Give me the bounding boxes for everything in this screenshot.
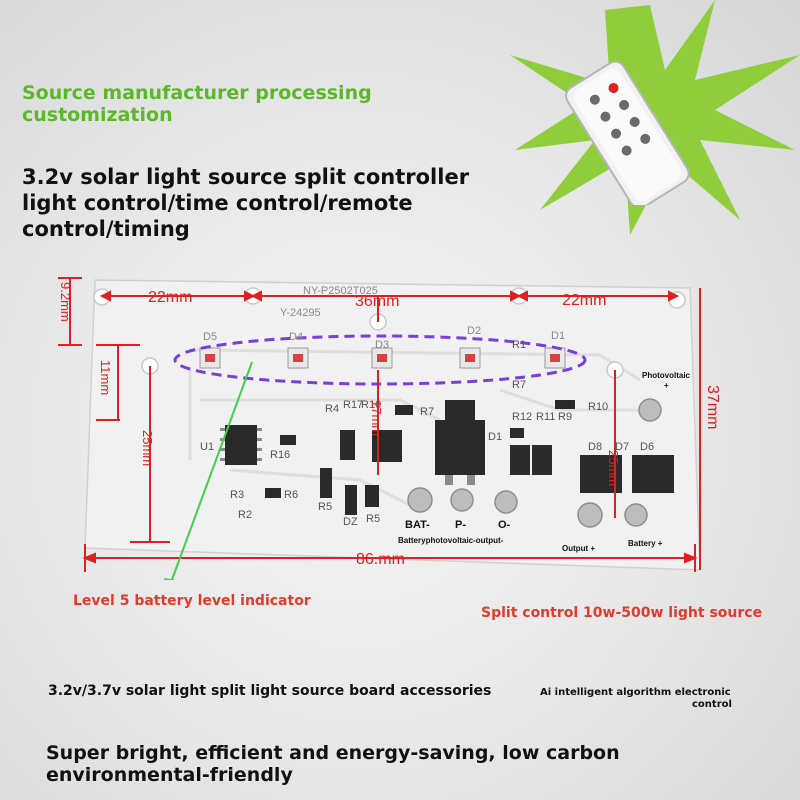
part-r3: R3 [230,489,244,501]
part-r7: R7 [512,379,526,391]
part-r4: R4 [325,403,339,415]
header-line-2: customization [22,104,173,126]
silk-board-id: NY-P2502T025 [303,285,378,297]
title-line-3: control/timing [22,217,190,241]
dim-9-2mm: 9.2mm [58,282,73,322]
led-indicator-highlight [173,334,587,386]
battery-indicator-pointer [170,361,253,580]
dim-36mm: 36mm [355,293,399,310]
part-dz: DZ [343,516,358,528]
dim-17mm: 17mm [369,400,384,436]
label-battery-plus: Battery + [628,539,663,548]
led-label-d5: D5 [203,331,217,343]
remote-control-image [565,60,690,205]
header-line-1: Source manufacturer processing [22,82,372,104]
part-r16-top: R16 [361,399,381,411]
battery-indicator-note: Level 5 battery level indicator [73,593,311,609]
part-d7: D7 [615,441,629,453]
led-label-d3: D3 [375,339,389,351]
dim-86mm: 86.mm [356,551,405,568]
part-d8: D8 [588,441,602,453]
part-r2: R2 [238,509,252,521]
part-r5b: R5 [366,513,380,525]
label-photovoltaic: Photovoltaic [642,371,691,380]
part-r6: R6 [284,489,298,501]
part-r10: R10 [588,401,608,413]
label-battery-pv-output: Batteryphotovoltaic-output- [398,536,504,545]
dim-25mm-left: 25mm [140,430,155,466]
ai-note-line-2: control [692,699,732,710]
label-output-plus: Output + [562,544,595,553]
dim-22mm-right: 22mm [562,292,606,309]
footer-line-1: Super bright, efficient and energy-savin… [46,742,620,764]
ai-note-line-1: Ai intelligent algorithm electronic [540,687,731,698]
part-d6: D6 [640,441,654,453]
split-control-note: Split control 10w-500w light source [481,605,763,621]
pcb-board [84,279,701,571]
part-r1: R1 [512,339,526,351]
dim-22mm-left: 22mm [148,289,192,306]
footer-line-2: environmental-friendly [46,764,293,786]
part-d1-mid: D1 [488,431,502,443]
pad-label-p: P- [455,519,466,531]
part-r16: R16 [270,449,290,461]
pad-label-bat: BAT- [405,519,430,531]
led-label-d1: D1 [551,330,565,342]
part-r11: R11 [536,411,555,423]
accessories-note: 3.2v/3.7v solar light split light source… [48,683,492,699]
pcb-board-diagram: NY-P2502T025 Y-24295 D5 D4 D3 D2 D1 R1 R… [58,277,721,580]
dim-11mm: 11mm [98,360,113,395]
title-line-1: 3.2v solar light source split controller [22,165,470,189]
part-r7-mid: R7 [420,406,434,418]
led-label-d2: D2 [467,325,481,337]
part-r17: R17 [343,399,363,411]
part-r9: R9 [558,411,572,423]
part-r5: R5 [318,501,332,513]
title-line-2: light control/time control/remote [22,191,413,215]
part-r12: R12 [512,411,532,423]
pad-label-o: O- [498,519,511,531]
part-u1: U1 [200,441,214,453]
silk-model: Y-24295 [280,307,321,319]
led-label-d4: D4 [289,331,303,343]
dim-37mm: 37mm [704,385,721,429]
dim-25mm-right: 25mm [606,450,621,486]
label-photovoltaic-plus: + [664,381,669,390]
